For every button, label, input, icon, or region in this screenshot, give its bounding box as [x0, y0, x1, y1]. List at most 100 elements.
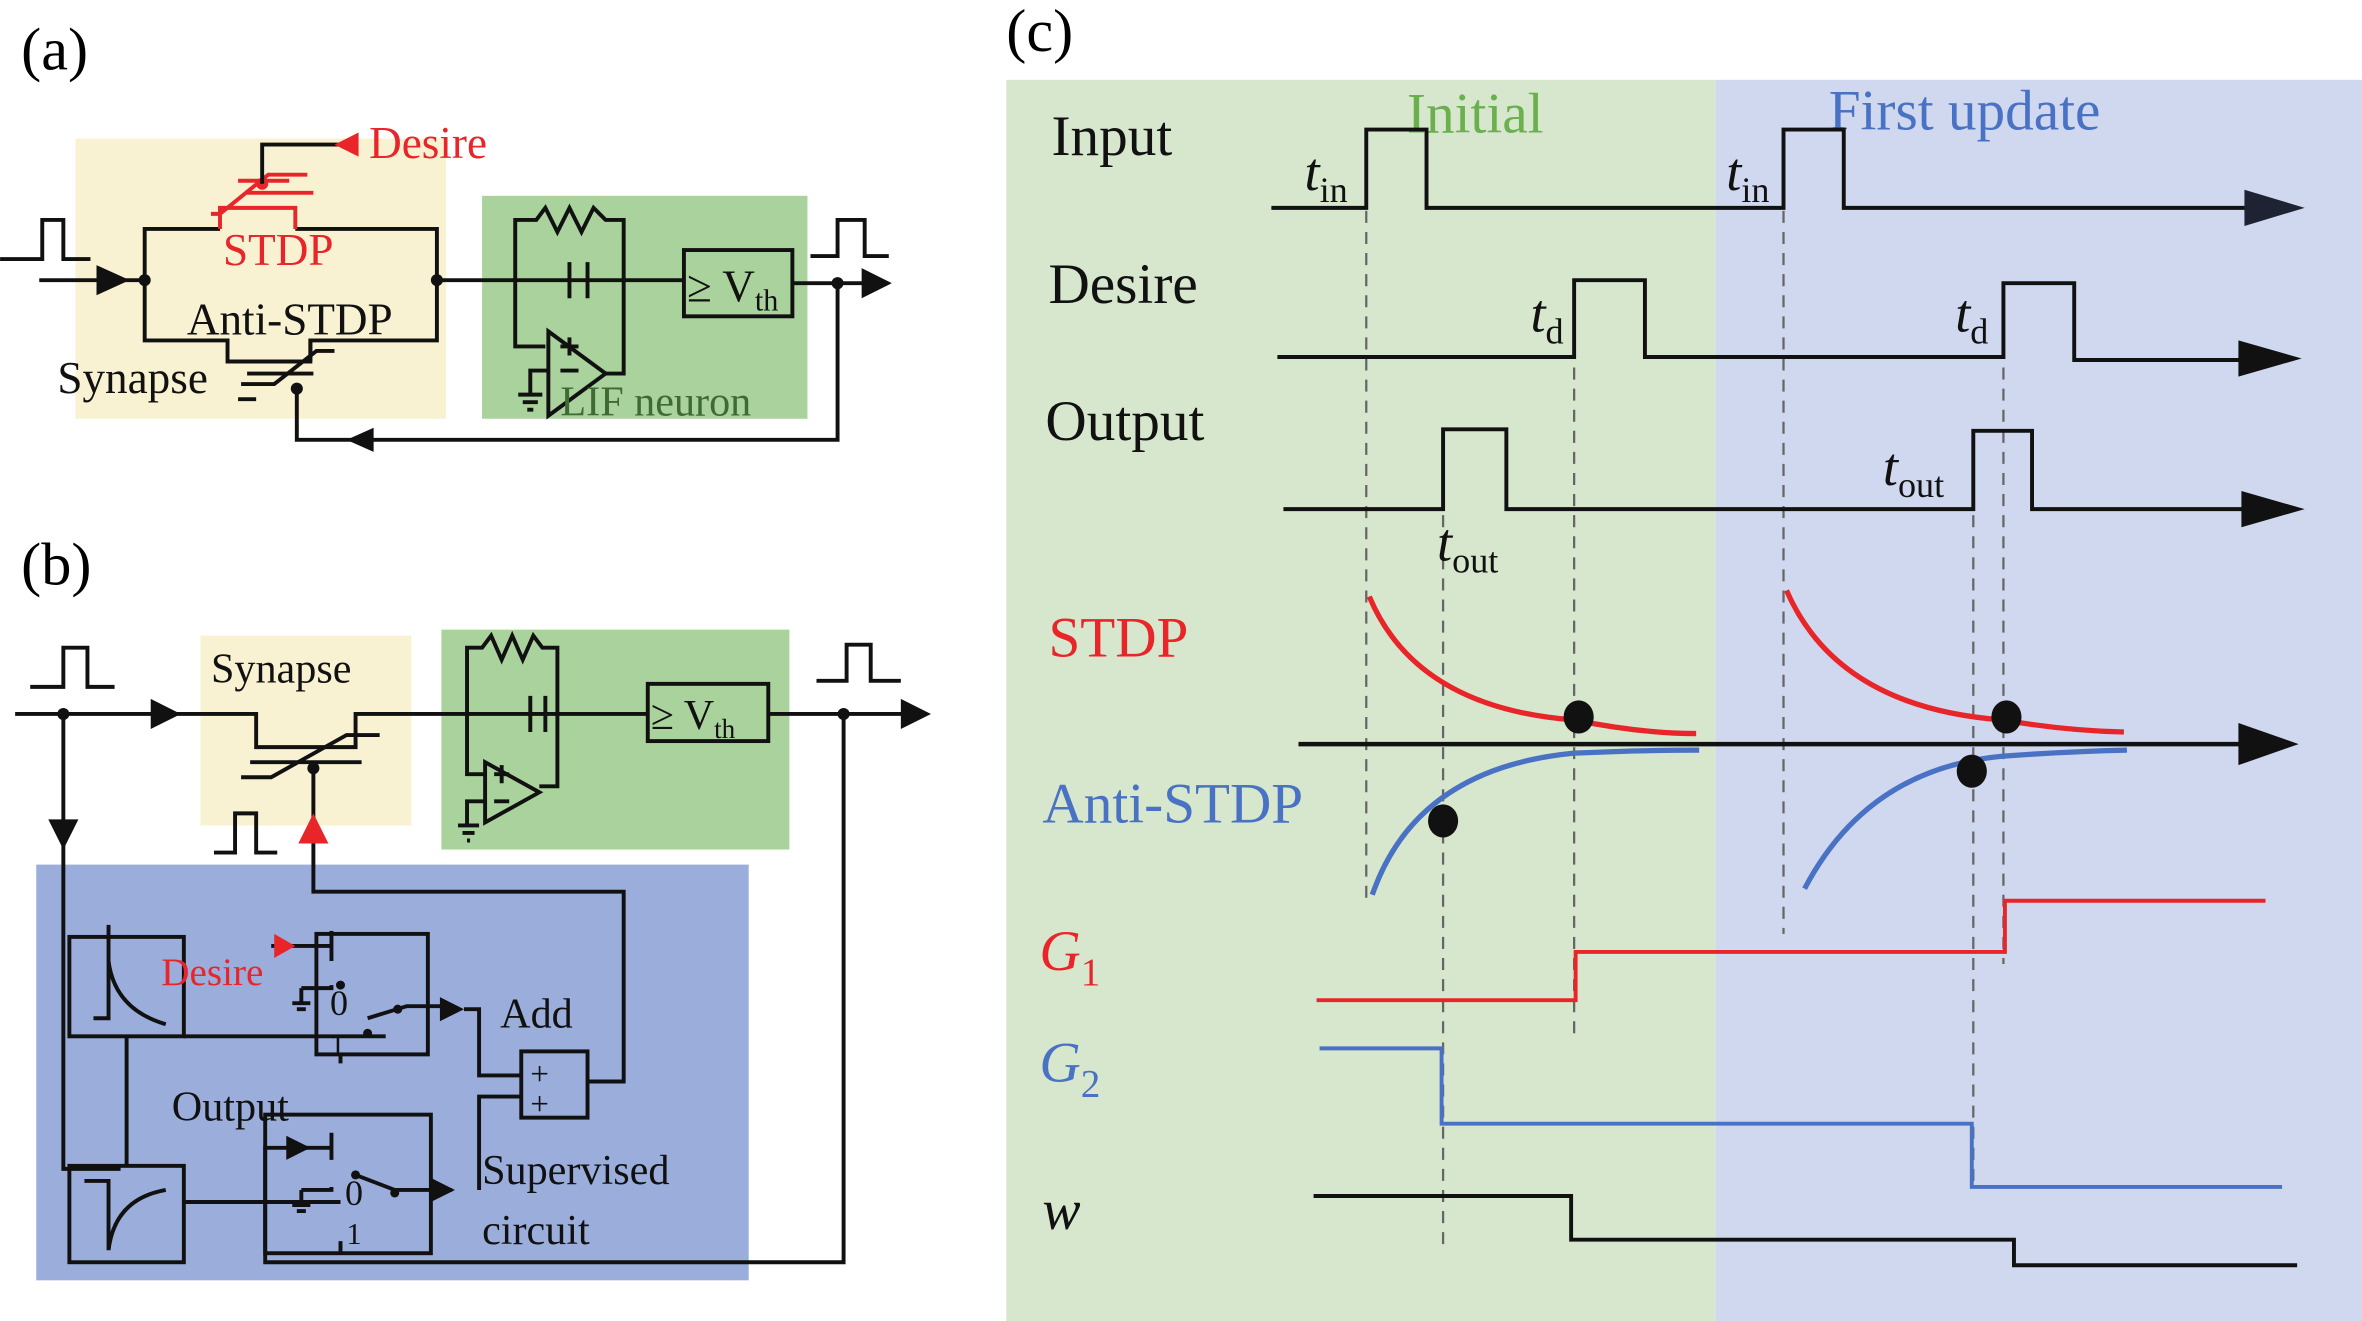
anti-stdp-sample-dot — [1428, 804, 1459, 838]
switch-one: 1 — [330, 1027, 345, 1061]
switch-node — [393, 1004, 403, 1014]
t-d-label: td — [1955, 283, 1988, 351]
supervised-label: Supervised — [482, 1147, 669, 1194]
t-in-label: tin — [1305, 142, 1348, 210]
axis-arrow-icon — [2244, 189, 2305, 226]
output-arrow-icon — [286, 1135, 311, 1160]
to-adder-wire — [464, 1007, 522, 1078]
t-d-label: td — [1530, 283, 1563, 351]
adder-block — [519, 1049, 590, 1120]
g2-trace — [1319, 1046, 2283, 1189]
time-guides — [1365, 210, 2005, 1251]
feedback-resistor — [465, 630, 560, 789]
lif-neuron-region — [482, 195, 808, 419]
output-label: Output — [172, 1084, 289, 1131]
output-feedback-wire — [263, 713, 846, 1265]
switch-zero: 0 — [330, 983, 348, 1023]
g1-trace — [1316, 898, 2266, 1003]
stdp-kernel-icon — [93, 924, 167, 1027]
feedback-wire — [294, 283, 840, 442]
output-pulse — [810, 217, 889, 259]
axis-arrow-icon — [2241, 491, 2305, 528]
panel-b: (b) Synapse ≥ Vth — [15, 531, 931, 1281]
synapse-loop — [126, 226, 439, 364]
row-label-stdp: STDP — [1048, 607, 1188, 670]
output-signal — [1283, 427, 2245, 512]
op-amp — [546, 327, 609, 420]
add-label: Add — [500, 990, 573, 1037]
update-phase-region — [1715, 79, 2362, 1321]
circuit-label: circuit — [482, 1207, 590, 1254]
anti-stdp-memristor — [238, 340, 335, 402]
lif-neuron-label: LIF neuron — [560, 379, 751, 426]
switch-zero: 0 — [345, 1173, 363, 1213]
neuron-wire — [465, 713, 486, 777]
desire-label: Desire — [161, 951, 263, 994]
w-trace — [1313, 1194, 2298, 1268]
desire-label: Desire — [369, 118, 487, 168]
row-label-anti-stdp: Anti-STDP — [1042, 772, 1303, 835]
threshold-block — [645, 681, 771, 744]
input-signal — [1271, 127, 2254, 210]
panel-c: (c) Initial First update Input Desire Ou… — [1006, 0, 2362, 1321]
synapse-label: Synapse — [211, 645, 352, 692]
adder-plus: + — [530, 1086, 549, 1123]
adder-output-wire — [311, 843, 626, 1084]
desire-signal — [1277, 278, 2245, 362]
gate-pulse — [213, 811, 278, 855]
row-label-g2: G2 — [1039, 1032, 1100, 1106]
neuron-wire — [513, 280, 546, 349]
panel-b-label: (b) — [21, 531, 91, 598]
axis-arrow-icon — [2238, 723, 2299, 766]
update-phase-label: First update — [1829, 80, 2101, 143]
ground-icon — [518, 337, 579, 412]
synapse-memristor — [241, 733, 380, 780]
t-out-label: tout — [1883, 437, 1944, 505]
switch-arrow-icon — [439, 997, 465, 1022]
input-arrow-icon — [150, 698, 181, 730]
capacitor — [567, 262, 590, 299]
supervised-circuit-region — [36, 864, 749, 1281]
initial-phase-label: Initial — [1407, 83, 1544, 146]
switch-node — [351, 1170, 361, 1180]
feedback-resistor — [513, 203, 626, 376]
t-in-label: tin — [1726, 142, 1769, 210]
input-arrow-icon — [96, 265, 130, 296]
stdp-curve-initial — [1366, 595, 1697, 737]
panel-a-label: (a) — [21, 16, 88, 83]
row-label-desire: Desire — [1048, 253, 1197, 316]
desire-switch — [314, 931, 430, 1057]
op-amp — [483, 758, 544, 826]
output-arrow-icon — [861, 268, 892, 299]
anti-stdp-label: Anti-STDP — [187, 294, 393, 344]
desire-arrow-icon — [274, 933, 296, 958]
row-label-output: Output — [1045, 390, 1204, 453]
axis-arrow-icon — [2238, 340, 2302, 377]
anti-stdp-curve-initial — [1369, 747, 1700, 896]
threshold-label: ≥ Vth — [651, 692, 736, 744]
stdp-sample-dot — [1563, 700, 1594, 734]
output-pulse — [816, 642, 901, 683]
anti-stdp-sample-dot — [1956, 754, 1987, 788]
panel-a: (a) Desire STDP Anti-STDP Synapse LIF ne… — [0, 16, 892, 452]
switch-arrow-icon — [430, 1177, 455, 1203]
desire-arrow-icon — [334, 132, 359, 157]
stdp-curve-update — [1784, 589, 2124, 735]
row-label-input: Input — [1051, 105, 1172, 168]
row-label-w: w — [1042, 1179, 1080, 1242]
ground-icon — [457, 765, 510, 843]
desire-wire — [260, 142, 341, 184]
switch-node — [390, 1188, 400, 1198]
stdp-memristor — [210, 172, 314, 229]
output-arrow-icon — [900, 698, 931, 730]
switch-node — [335, 980, 346, 990]
switch-node — [363, 1028, 373, 1038]
update-arrow-icon — [298, 813, 329, 844]
down-arrow-icon — [48, 819, 79, 850]
row-label-g1: G1 — [1039, 920, 1100, 994]
t-out-label: tout — [1437, 512, 1498, 580]
input-pulse — [0, 217, 91, 262]
feedback-arrow-icon — [346, 427, 374, 452]
